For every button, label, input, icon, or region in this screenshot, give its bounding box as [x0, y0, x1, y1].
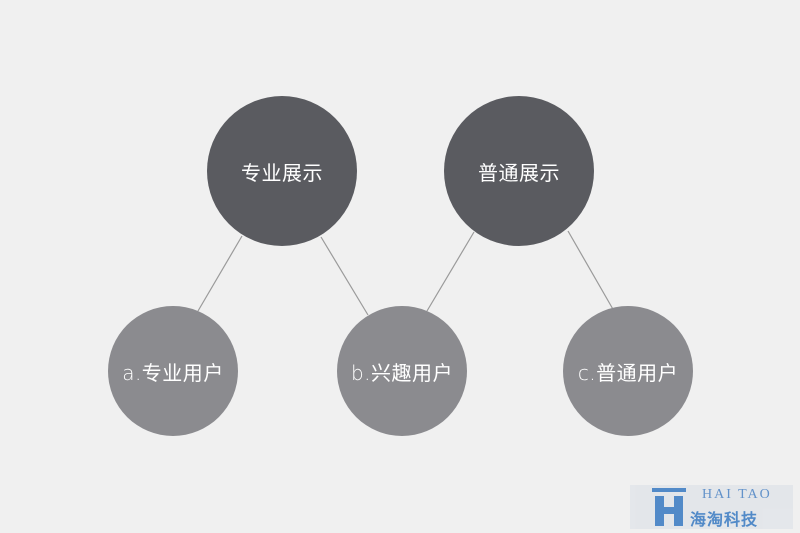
haitao-h-logo-icon [652, 488, 686, 526]
node-label: 专业展示 [241, 160, 323, 185]
node-label: c.普通用户 [577, 360, 679, 385]
node-label: b.兴趣用户 [350, 360, 454, 385]
node-general-user: c.普通用户 [563, 306, 693, 436]
edge-general-display-to-interest-user [426, 231, 475, 312]
edge-pro-display-to-interest-user [320, 236, 369, 316]
node-label: 普通展示 [478, 160, 560, 185]
logo-text-cn: 海淘科技 [690, 510, 759, 529]
node-interest-user: b.兴趣用户 [337, 306, 467, 436]
node-label: a.专业用户 [122, 360, 224, 385]
logo-text-en: HAI TAO [702, 487, 772, 502]
node-pro-user: a.专业用户 [108, 306, 238, 436]
node-pro-display: 专业展示 [207, 96, 357, 246]
node-general-display: 普通展示 [444, 96, 594, 246]
haitao-logo: HAI TAO 海淘科技 [630, 485, 793, 529]
edge-general-display-to-general-user [567, 230, 615, 312]
edge-pro-display-to-pro-user [197, 235, 243, 312]
